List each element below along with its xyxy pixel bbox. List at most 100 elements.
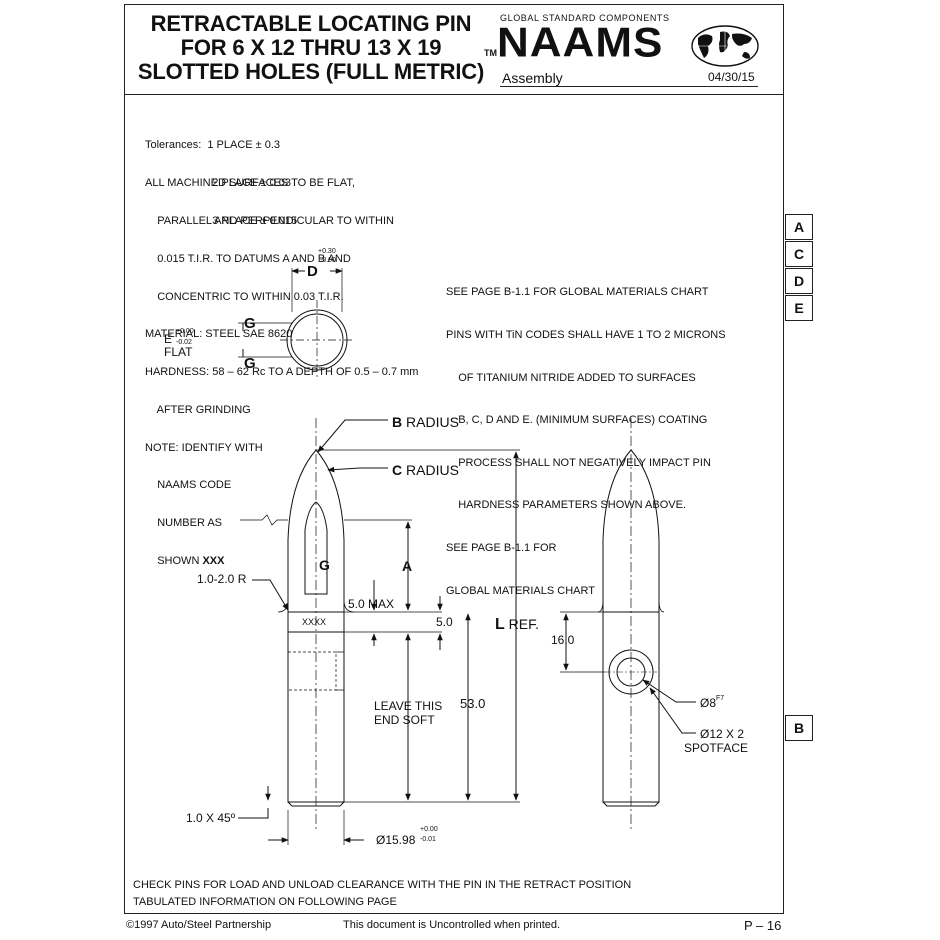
- dim-e-tol-minus: -0.02: [176, 339, 192, 346]
- leader-hole: [642, 679, 696, 703]
- front-body: [602, 611, 660, 803]
- materials-notes: SEE PAGE B-1.1 FOR GLOBAL MATERIALS CHAR…: [446, 257, 726, 612]
- diameter-tol-plus: +0.00: [420, 826, 438, 833]
- note-line: AFTER GRINDING: [145, 403, 251, 416]
- date-underline: [500, 86, 758, 87]
- note-line: NOTE: IDENTIFY WITH: [145, 441, 263, 454]
- clearance-note: CHECK PINS FOR LOAD AND UNLOAD CLEARANCE…: [133, 879, 632, 891]
- note-line: NUMBER AS: [145, 517, 223, 530]
- tolerance-line: 2 PLACE ± 0.03: [145, 176, 292, 189]
- chamfer-label: 1.0 X 45º: [186, 811, 236, 825]
- material-line: SEE PAGE B-1.1 FOR GLOBAL MATERIALS CHAR…: [446, 286, 709, 299]
- note-line: PARALLEL AND PERPENDICULAR TO WITHIN: [145, 214, 394, 227]
- title-line-3: SLOTTED HOLES (FULL METRIC): [137, 59, 485, 84]
- tab-a[interactable]: A: [785, 214, 813, 240]
- leader-c-radius: [327, 466, 388, 473]
- tab-b[interactable]: B: [785, 715, 813, 741]
- copyright-text: ©1997 Auto/Steel Partnership: [126, 919, 272, 931]
- side-view: [238, 418, 520, 845]
- max-5-label: 5.0 MAX: [348, 597, 394, 611]
- c-radius-letter: C: [392, 462, 402, 478]
- dim-e-tol-plus: +0.00: [176, 328, 194, 335]
- pin-code-label: XXXX: [302, 617, 326, 627]
- pin-chamfer: [287, 801, 345, 807]
- dim-e-label: E: [164, 332, 172, 346]
- leader-b-radius: [317, 419, 388, 453]
- hole-dia-label: Ø8: [700, 696, 716, 710]
- pin-body: [287, 611, 345, 803]
- front-view: [560, 418, 696, 830]
- soft-end-line-2: END SOFT: [374, 713, 435, 727]
- dim-a-label: A: [402, 558, 412, 574]
- l-ref-label: L REF.: [495, 616, 539, 633]
- tab-d[interactable]: D: [785, 268, 813, 294]
- code-placeholder: XXX: [202, 555, 225, 567]
- title-line-2: FOR 6 X 12 THRU 13 X 19: [180, 35, 442, 60]
- note-line: 0.015 T.I.R. TO DATUMS A AND B AND: [145, 252, 351, 265]
- globe-icon: [691, 25, 759, 67]
- note-line: NAAMS CODE: [145, 479, 232, 492]
- dim-16-label: 16.0: [551, 633, 575, 647]
- material-line: PROCESS SHALL NOT NEGATIVELY IMPACT PIN: [446, 456, 711, 469]
- diameter-label: Ø15.98: [376, 833, 416, 847]
- dim-5-label: 5.0: [436, 615, 453, 629]
- spotface-label-1: Ø12 X 2: [700, 727, 744, 741]
- page-number: P – 16: [744, 918, 782, 933]
- section-label: Assembly: [502, 70, 563, 86]
- leader-spotface: [649, 687, 696, 734]
- dim-d-tol-minus: -0.00: [320, 257, 336, 264]
- corner-radius-label: 1.0-2.0 R: [197, 572, 247, 586]
- groove-g-label: G: [319, 557, 330, 573]
- b-radius-text: RADIUS: [402, 414, 459, 430]
- trademark-mark: TM: [484, 48, 497, 58]
- dim-d-label: D: [307, 263, 318, 280]
- pin-slot-edge: [336, 651, 344, 691]
- c-radius-label: C RADIUS: [392, 462, 459, 478]
- tolerance-line: Tolerances: 1 PLACE ± 0.3: [145, 139, 281, 152]
- leader-corner-radius: [252, 579, 289, 611]
- note-text: SHOWN: [145, 555, 203, 567]
- page-title: RETRACTABLE LOCATING PIN FOR 6 X 12 THRU…: [128, 12, 494, 84]
- front-nose-outline: [602, 449, 660, 612]
- soft-end-line-1: LEAVE THIS: [374, 699, 442, 713]
- end-view: [238, 268, 354, 380]
- note-line: CONCENTRIC TO WITHIN 0.03 T.I.R.: [145, 290, 344, 303]
- tolerance-line: 3 PLACE ± 0.015: [145, 214, 298, 227]
- dim-d-tol-plus: +0.30: [318, 248, 336, 255]
- b-radius-label: B RADIUS: [392, 414, 459, 430]
- material-line: SEE PAGE B-1.1 FOR: [446, 542, 557, 555]
- pin-hidden-slot: [288, 651, 337, 691]
- brand-tagline: GLOBAL STANDARD COMPONENTS: [500, 13, 670, 23]
- tab-c[interactable]: C: [785, 241, 813, 267]
- note-line: SHOWN XXX: [145, 555, 418, 568]
- material-line: GLOBAL MATERIALS CHART: [446, 584, 595, 597]
- hole-fit-label: F7: [716, 695, 724, 702]
- note-line: MATERIAL: STEEL SAE 8620: [145, 328, 293, 341]
- brand-logo-text: NAAMS: [497, 19, 664, 66]
- diameter-tol-minus: -0.01: [420, 836, 436, 843]
- uncontrolled-notice: This document is Uncontrolled when print…: [343, 919, 561, 931]
- tab-e[interactable]: E: [785, 295, 813, 321]
- dim-g-label: G: [244, 355, 256, 372]
- material-line: OF TITANIUM NITRIDE ADDED TO SURFACES: [446, 371, 696, 384]
- spotface-label-2: SPOTFACE: [684, 741, 748, 755]
- note-line: ALL MACHINED SURFACES TO BE FLAT,: [145, 177, 355, 190]
- material-line: B, C, D AND E. (MINIMUM SURFACES) COATIN…: [446, 414, 708, 427]
- l-ref-text: REF.: [505, 616, 539, 632]
- general-notes: ALL MACHINED SURFACES TO BE FLAT, PARALL…: [145, 152, 418, 580]
- note-line: HARDNESS: 58 – 62 Rc TO A DEPTH OF 0.5 –…: [145, 366, 419, 379]
- dim-53-label: 53.0: [460, 696, 485, 711]
- header-divider: [124, 94, 784, 95]
- material-line: PINS WITH TiN CODES SHALL HAVE 1 TO 2 MI…: [446, 329, 726, 342]
- tolerance-notes: Tolerances: 1 PLACE ± 0.3 2 PLACE ± 0.03…: [145, 114, 297, 240]
- dim-g-label: G: [244, 315, 256, 332]
- l-letter: L: [495, 616, 505, 633]
- revision-date: 04/30/15: [708, 70, 755, 84]
- break-line: [240, 514, 288, 526]
- flat-label: FLAT: [164, 345, 193, 359]
- tabulated-note: TABULATED INFORMATION ON FOLLOWING PAGE: [133, 896, 397, 908]
- front-chamfer: [602, 801, 660, 807]
- material-line: HARDNESS PARAMETERS SHOWN ABOVE.: [446, 499, 687, 512]
- b-radius-letter: B: [392, 414, 402, 430]
